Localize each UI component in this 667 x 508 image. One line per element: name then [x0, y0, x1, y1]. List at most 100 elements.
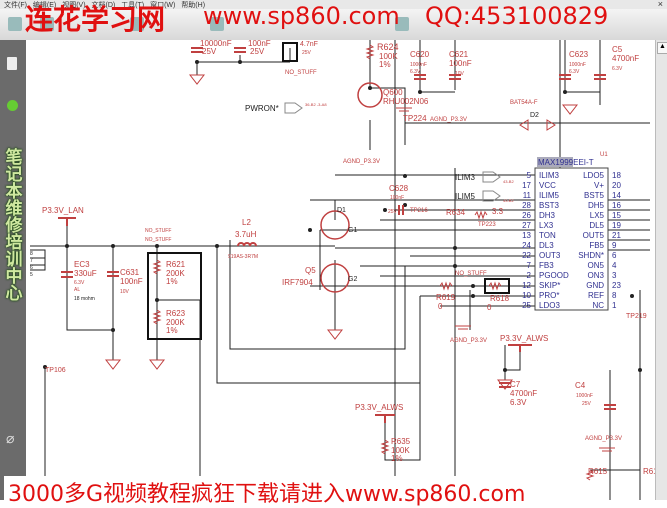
ic-pin-name: FB5 — [589, 241, 604, 250]
menu-window[interactable]: 窗口(W) — [150, 2, 176, 9]
ic-part-highlight — [537, 157, 573, 167]
c628-rating: 25V — [388, 209, 398, 215]
help-icon[interactable] — [7, 100, 18, 111]
r634-value: 3.3 — [492, 207, 504, 216]
ic-pin-number: 4 — [612, 261, 617, 270]
ic-pin-name: V+ — [594, 181, 604, 190]
c631-value: 100nF — [120, 277, 143, 286]
c7-rating: 6.3V — [510, 398, 527, 407]
r624-tol: 1% — [379, 60, 391, 69]
cap-rating: 25V — [302, 50, 312, 56]
ic-pin-number: 23 — [612, 281, 621, 290]
no-stuff-label: NO_STUFF — [455, 271, 487, 277]
save-icon[interactable] — [8, 17, 22, 31]
vertical-scrollbar[interactable]: ▲ — [655, 40, 667, 500]
ic-pin-name: DL5 — [589, 221, 604, 230]
ic-pin-number: 25 — [522, 301, 531, 310]
fit-icon[interactable] — [395, 17, 409, 31]
no-stuff-label: NO_STUFF — [145, 228, 171, 234]
navigation-sidebar: ⌀ — [0, 40, 26, 500]
r61-label: R61 — [643, 467, 655, 476]
c4-value: 1000nF — [576, 393, 593, 399]
c4-ref: C4 — [575, 381, 586, 390]
close-button[interactable]: × — [657, 0, 663, 9]
pwron-label: PWRON* — [245, 104, 279, 113]
d1-label: D1 — [337, 207, 346, 214]
junction-dots — [43, 60, 642, 372]
menu-document[interactable]: 文档(D) — [91, 2, 116, 9]
ic-pin-name: BST5 — [584, 191, 605, 200]
ic-pin-name: DL3 — [539, 241, 554, 250]
ec3-rating: 6.3V — [74, 280, 85, 286]
ic-pin-number: 3 — [612, 271, 617, 280]
r634-ref: R634 — [446, 208, 466, 217]
ic-pin-number: 16 — [612, 201, 621, 210]
ilim5-label: ILIM5 — [455, 192, 476, 201]
r623-tol: 1% — [166, 326, 178, 335]
tp223-label: TP223 — [478, 222, 496, 228]
ic-pin-name: SKIP* — [539, 281, 560, 290]
r615-label: R615 — [588, 467, 608, 476]
ic-pin-name: NC — [592, 301, 604, 310]
c7-ref: C7 — [510, 380, 521, 389]
agnd-label: AGND_P3.3V — [343, 159, 380, 165]
ilim3-label: ILIM3 — [455, 173, 476, 182]
r618-ref: R618 — [490, 294, 510, 303]
ec3-esr: 18 mohm — [74, 296, 95, 302]
ic-pin-number: 18 — [612, 171, 621, 180]
cap-rating: 25V — [202, 47, 217, 56]
cap-rating: 25V — [250, 47, 265, 56]
pages-icon[interactable] — [7, 57, 17, 70]
r619-ref: R619 — [436, 293, 456, 302]
ic-pin-number: 6 — [612, 251, 617, 260]
attachment-icon[interactable]: ⌀ — [6, 430, 15, 446]
diode-d2 — [519, 119, 556, 131]
ic-pin-number: 22 — [522, 251, 531, 260]
connector-pin: 7 — [30, 258, 33, 264]
ic-pin-name: OUT3 — [539, 251, 561, 260]
menu-file[interactable]: 文件(F) — [4, 2, 27, 9]
ic-pin-number: 7 — [527, 261, 532, 270]
ic-pin-name: ILIM5 — [539, 191, 560, 200]
agnd-label: AGND_P3.3V — [430, 117, 467, 123]
menu-edit[interactable]: 编辑(E) — [32, 2, 57, 9]
ic-pin-number: 9 — [612, 241, 617, 250]
c623-ref: C623 — [569, 50, 589, 59]
c621-value: 100nF — [449, 59, 472, 68]
ground-symbols — [104, 74, 615, 452]
r621-r623-highlight — [147, 252, 202, 340]
no-stuff-label: NO_STUFF — [145, 237, 171, 243]
connector-pin: 6 — [30, 265, 33, 271]
ic-pin-name: ILIM3 — [539, 171, 560, 180]
menu-tools[interactable]: 工具(T) — [121, 2, 145, 9]
c620-rating: 6.3V — [410, 69, 421, 75]
ic-max1999 — [534, 167, 609, 311]
p33v-alws-label: P3.3V_ALWS — [355, 403, 403, 412]
page-icon[interactable] — [210, 17, 224, 31]
menu-view[interactable]: 视图(V) — [62, 2, 86, 9]
ic-part-label: MAX1999EEI-T — [538, 158, 594, 167]
scroll-up-icon[interactable]: ▲ — [657, 42, 667, 54]
d2-label: D2 — [530, 112, 539, 119]
ic-pin-name: PRO* — [539, 291, 559, 300]
ic-pin-number: 27 — [522, 221, 531, 230]
ic-pin-number: 1 — [612, 301, 617, 310]
c-4.7nf-highlight — [282, 42, 298, 62]
mosfets — [320, 82, 383, 293]
pwron-pins: 36-B2 -3-A8 — [305, 102, 327, 107]
menu-help[interactable]: 帮助(H) — [181, 2, 206, 9]
toolbar — [0, 9, 667, 41]
agnd-label: AGND_P3.3V — [450, 338, 487, 344]
ic-pin-number: 2 — [527, 271, 532, 280]
ic-pin-name: DH5 — [588, 201, 605, 210]
ec3-value: 330uF — [74, 269, 97, 278]
c631-rating: 10V — [120, 289, 130, 295]
r623-value: 200K — [166, 318, 185, 327]
ic-pin-name: DH3 — [539, 211, 556, 220]
print-icon[interactable] — [40, 17, 54, 31]
ic-pin-number: 21 — [612, 231, 621, 240]
ic-pin-number: 20 — [612, 181, 621, 190]
c628-ref: C628 — [389, 184, 409, 193]
zoom-icon[interactable] — [130, 17, 144, 31]
